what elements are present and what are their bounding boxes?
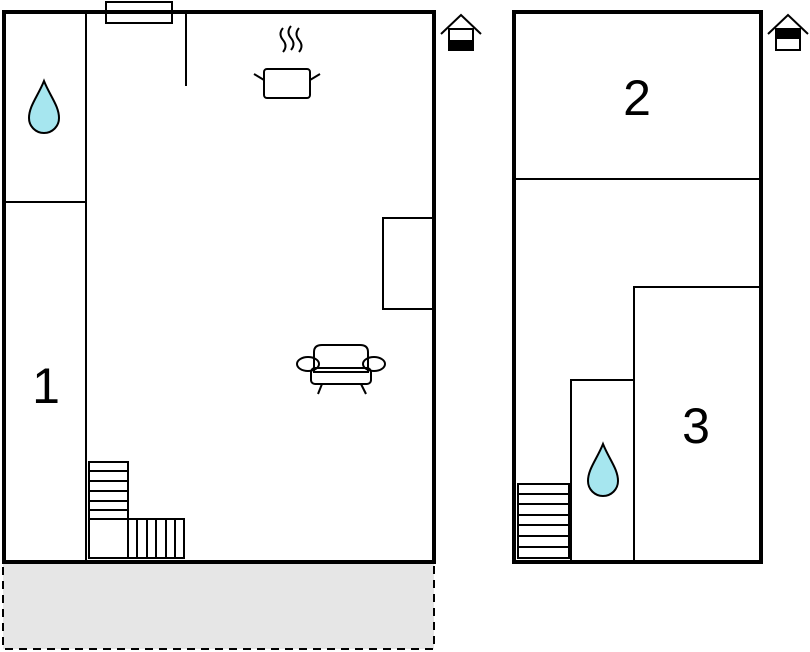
house-floor-icon xyxy=(767,13,809,51)
room-label-3: 3 xyxy=(682,398,710,454)
room-3-wall xyxy=(633,286,761,562)
fireplace xyxy=(382,217,434,310)
house-floor-icon xyxy=(440,13,482,51)
room-label-1: 1 xyxy=(32,358,60,414)
terrace-area xyxy=(2,562,435,650)
sofa-icon xyxy=(296,344,386,395)
room-label-2: 2 xyxy=(623,70,651,126)
ground-floor: 1 xyxy=(2,1,482,564)
stairs-icon xyxy=(517,483,570,559)
water-drop-icon xyxy=(586,441,620,497)
water-drop-icon xyxy=(27,78,61,134)
cooking-pot-icon xyxy=(253,25,321,99)
upper-bathroom-wall xyxy=(570,379,634,562)
upper-floor: 2 3 xyxy=(512,10,809,564)
stairs-icon xyxy=(88,461,185,559)
window xyxy=(105,1,173,24)
ground-floor-outline xyxy=(2,10,436,564)
